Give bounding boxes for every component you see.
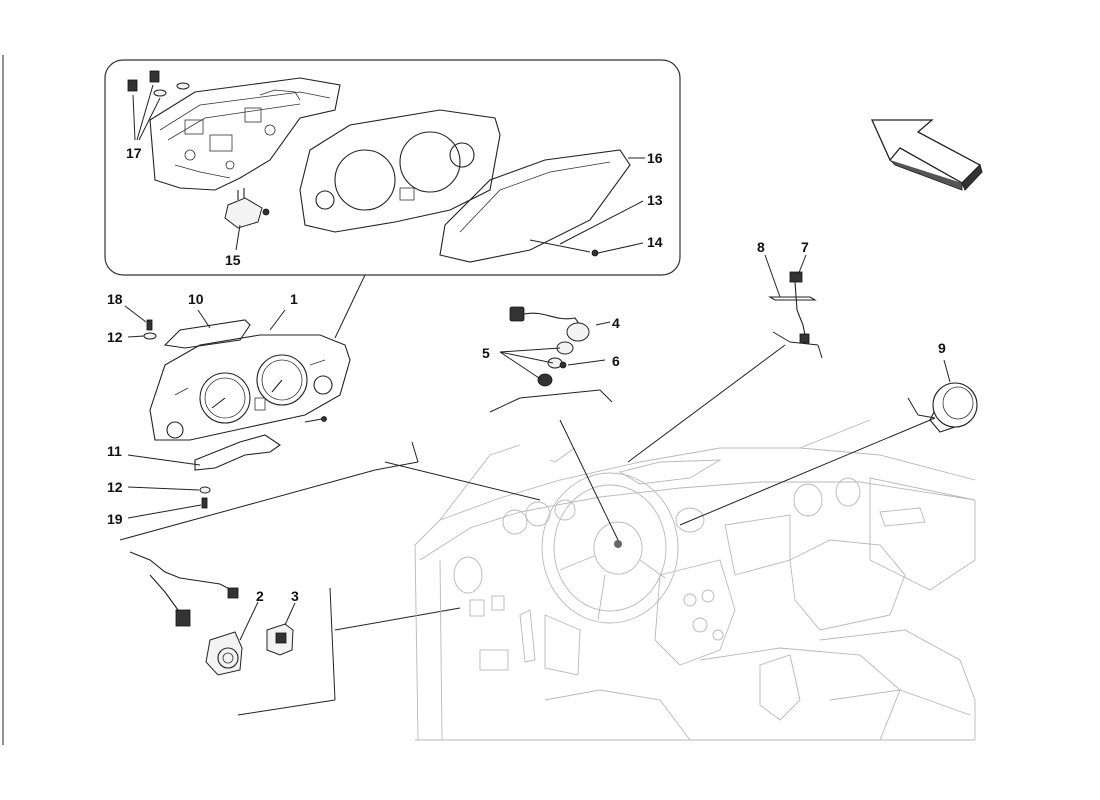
car-interior-view xyxy=(414,419,976,741)
callout-5: 5 xyxy=(482,345,490,361)
callout-10: 10 xyxy=(188,291,204,307)
callout-16: 16 xyxy=(647,150,663,166)
cluster-glass xyxy=(439,149,645,263)
callout-14: 14 xyxy=(647,234,663,250)
callout-labels: 17 16 13 14 15 18 10 1 12 11 12 19 4 5 6… xyxy=(107,145,946,604)
callout-11: 11 xyxy=(107,443,122,459)
callout-19: 19 xyxy=(107,511,123,527)
screw-washer-parts xyxy=(124,305,286,519)
callout-12-lower: 12 xyxy=(107,479,123,495)
light-switch xyxy=(129,551,259,676)
callout-9: 9 xyxy=(938,340,946,356)
callout-8: 8 xyxy=(757,239,765,255)
callout-18: 18 xyxy=(107,291,123,307)
bulb-holder-parts xyxy=(127,70,190,141)
ignition-switch xyxy=(489,306,613,413)
push-button-switch xyxy=(266,602,296,656)
reset-pin-part xyxy=(529,200,644,257)
callout-17: 17 xyxy=(126,145,142,161)
front-direction-arrow-icon xyxy=(870,119,983,191)
callout-1: 1 xyxy=(290,291,298,307)
callout-15: 15 xyxy=(225,252,241,268)
callout-13: 13 xyxy=(647,192,663,208)
callout-12-upper: 12 xyxy=(107,329,123,345)
interior-leader-lines xyxy=(119,344,936,541)
dashboard-clock xyxy=(907,359,978,433)
cluster-clip-part xyxy=(224,188,270,251)
callout-7: 7 xyxy=(801,239,809,255)
instrument-cluster xyxy=(149,319,351,471)
callout-4: 4 xyxy=(612,315,620,331)
callout-6: 6 xyxy=(612,353,620,369)
callout-3: 3 xyxy=(291,588,299,604)
switch-group-bracket xyxy=(237,587,461,716)
callout-2: 2 xyxy=(256,588,264,604)
cluster-rear-housing xyxy=(149,77,341,191)
sensor-part xyxy=(764,254,823,359)
